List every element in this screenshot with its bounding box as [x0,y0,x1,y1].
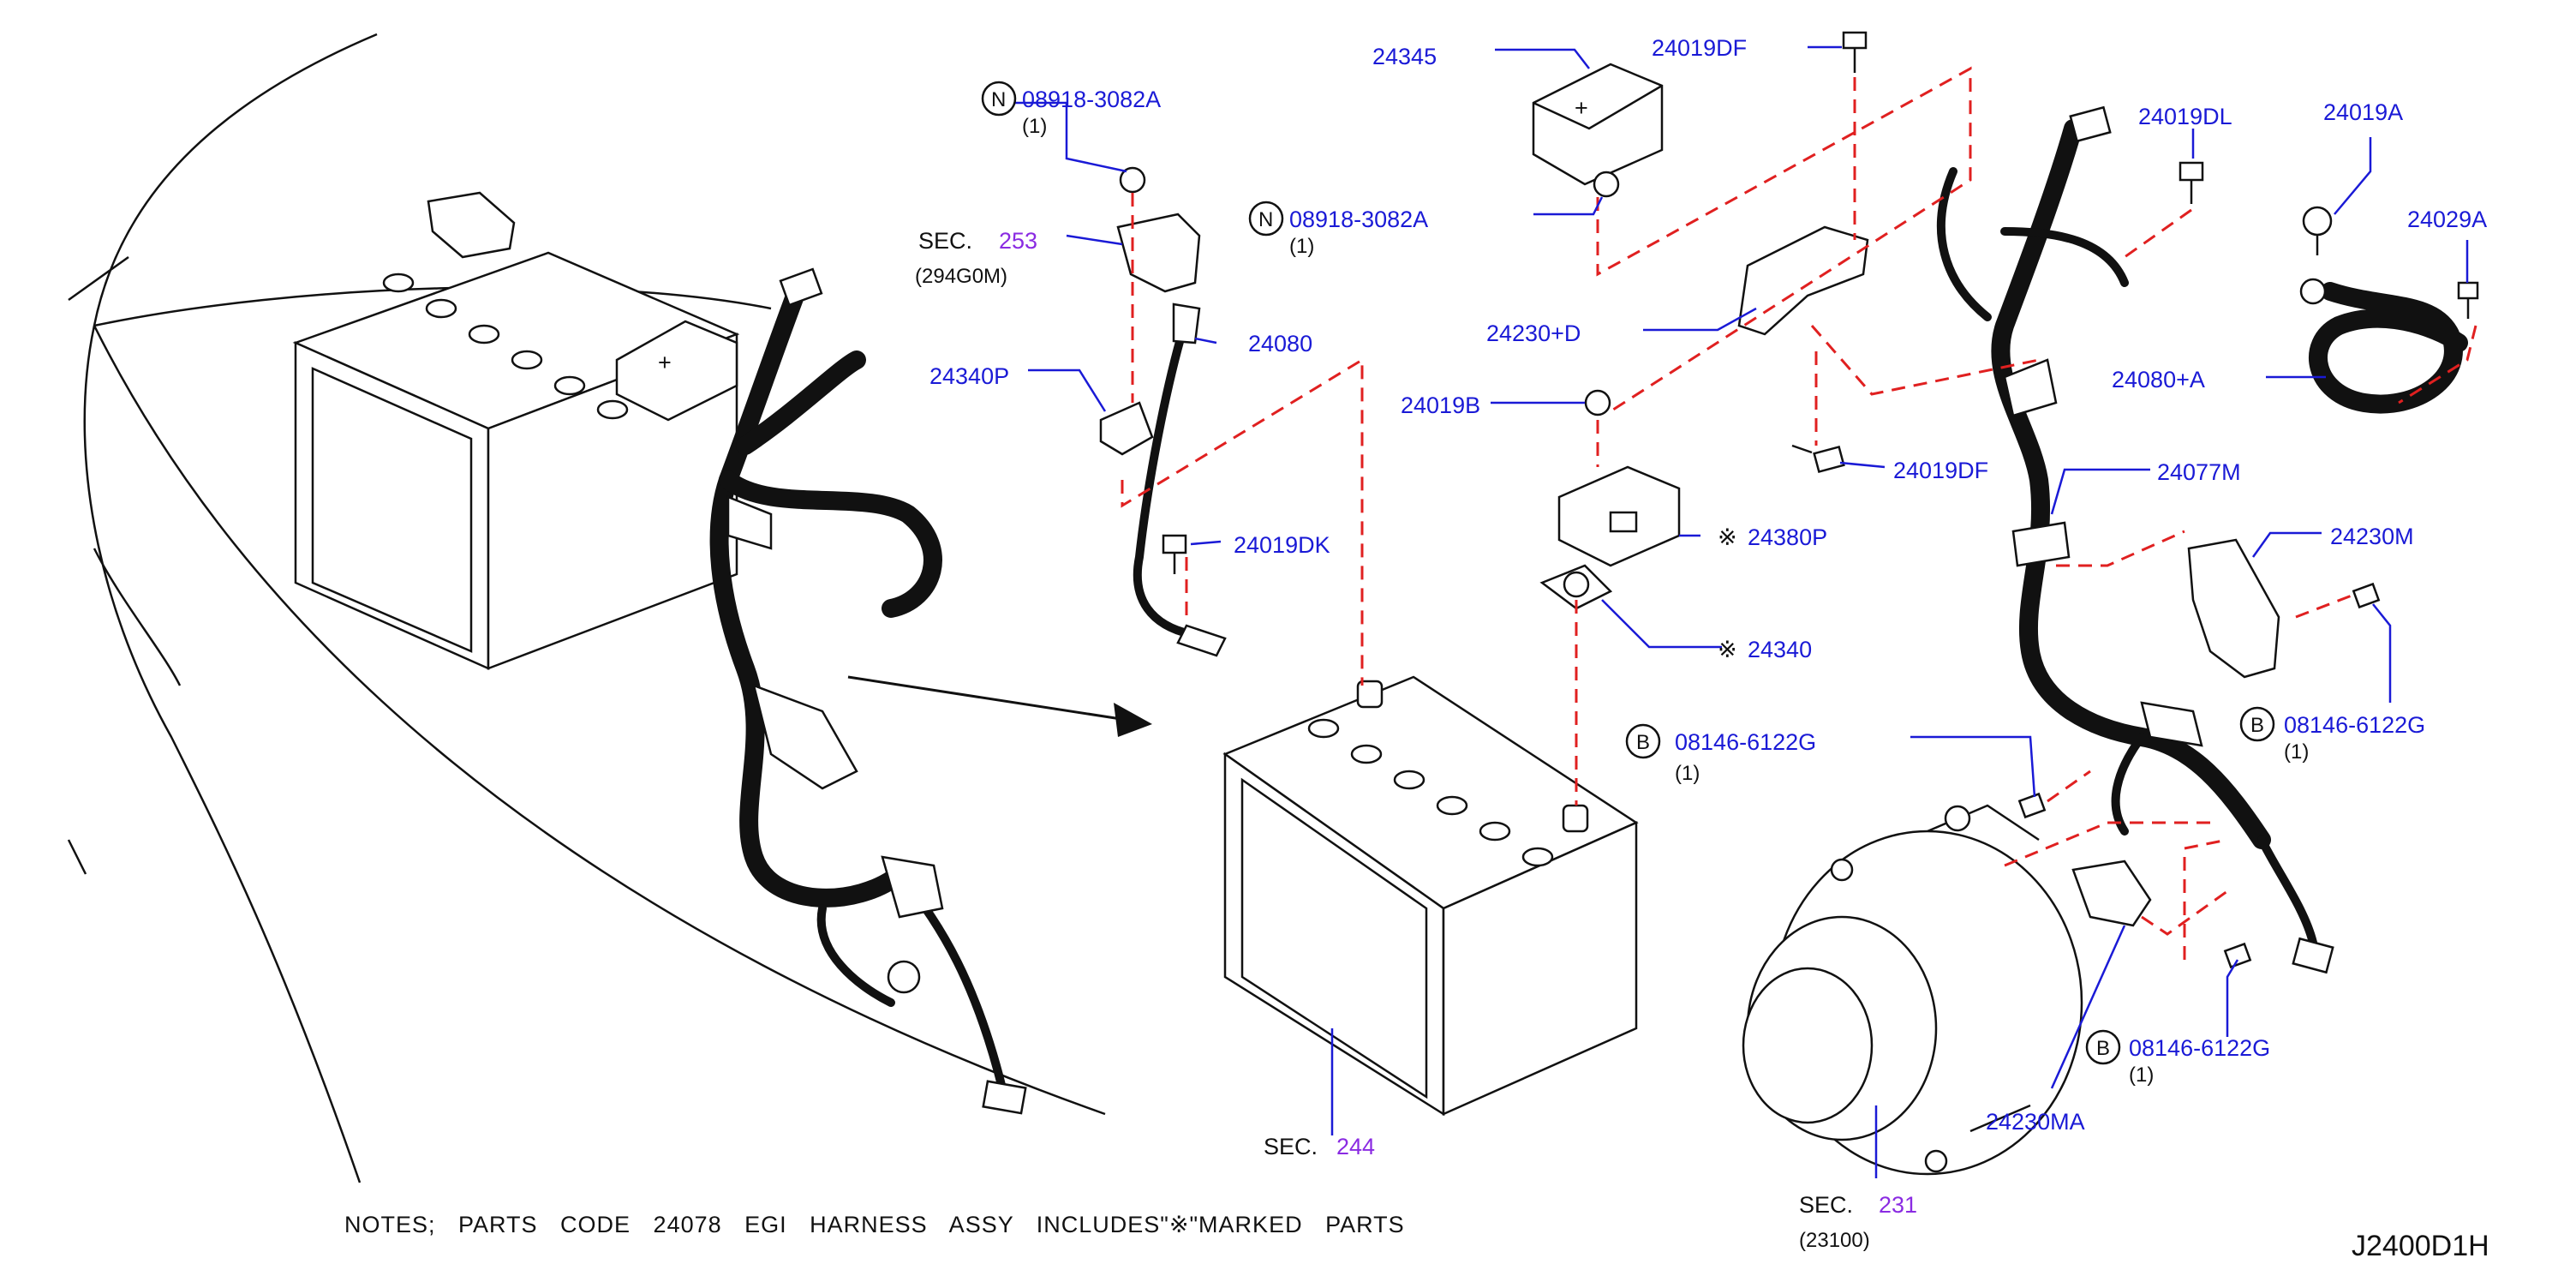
section-ref-231[interactable]: SEC. 231 (23100) [1799,1192,1917,1252]
label-24340[interactable]: ※ 24340 [1718,637,1812,662]
label-24019DK[interactable]: 24019DK [1234,532,1330,558]
label-24019B[interactable]: 24019B [1401,392,1480,418]
label-24230D[interactable]: 24230+D [1486,320,1581,346]
installed-battery-illustration: + [292,191,740,670]
bolt-08146-a [2017,792,2047,819]
label-08918-a[interactable]: N 08918-3082A (1) [981,81,1161,138]
section-prefix: SEC. [1799,1192,1853,1218]
bolt-24019DF-mid [1791,444,1845,474]
section-number: 244 [1336,1134,1375,1159]
marker-b: B [2096,1037,2110,1060]
part-qty: (1) [1289,235,1314,258]
bolt-24019DF-top [1842,31,1868,73]
label-24029A[interactable]: 24029A [2407,207,2487,232]
bolt-24019DK [1162,534,1187,574]
vehicle-body-outline [67,33,1106,1183]
part-code: 24340 [1748,637,1812,662]
part-code: 08918-3082A [1022,87,1161,112]
diagram-code: J2400D1H [2352,1230,2489,1262]
svg-text:+: + [1575,95,1588,121]
part-qty: (1) [2284,740,2309,764]
harness-24077M [1936,105,2334,974]
marker-n: N [991,88,1006,111]
part-code: 08146-6122G [2129,1035,2270,1061]
bolt-08146-c [2223,942,2252,969]
part-code: 08146-6122G [2284,712,2425,738]
marker-b: B [2250,714,2264,737]
nut-08918-a [1119,166,1146,194]
label-24380P[interactable]: ※ 24380P [1718,524,1827,550]
bracket-24230M [2187,538,2280,679]
section-prefix: SEC. [1264,1134,1318,1159]
part-qty: (1) [1022,115,1047,138]
part-qty: (1) [1675,762,1700,785]
fusible-link-24380P [1557,465,1681,567]
section-ref-244[interactable]: SEC. 244 [1264,1134,1375,1159]
nut-24345 [1593,171,1620,198]
label-08918-b[interactable]: N 08918-3082A (1) [1248,201,1428,258]
label-24080A[interactable]: 24080+A [2112,367,2205,392]
part-code: 08146-6122G [1675,729,1816,755]
installed-harness-illustration [709,267,1027,1115]
marker-b: B [1636,731,1650,754]
part-labels: 24345 24019DF 24019DL 24019A 24029A N 08… [344,35,2489,1262]
label-24080[interactable]: 24080 [1248,331,1312,356]
label-24230M[interactable]: 24230M [2330,524,2414,549]
cable-24080 [1133,303,1227,657]
part-leader-lines [1011,45,2469,1178]
assembly-arrow [847,675,1152,737]
bolt-24019A [2302,206,2333,255]
section-number: 253 [999,228,1037,254]
marker-n: N [1258,208,1273,231]
marker-asterisk: ※ [1718,637,1737,662]
battery-exploded [1222,675,1639,1117]
cable-24080A [2299,278,2468,414]
svg-text:+: + [658,350,672,375]
terminal-24340P [1099,401,1154,456]
marker-asterisk: ※ [1718,524,1737,550]
bolt-24029A [2457,281,2479,319]
battery-cells-center [1307,718,1554,867]
dashed-assembly-leaders [1121,66,2477,960]
section-prefix: SEC. [918,228,972,254]
section-number: 231 [1879,1192,1917,1218]
label-24345[interactable]: 24345 [1372,44,1437,69]
label-24019DF-top[interactable]: 24019DF [1652,35,1747,61]
terminal-cover-24345: + [1532,63,1664,186]
section-sub: (23100) [1799,1229,1870,1252]
part-qty: (1) [2129,1063,2154,1087]
label-08146-a[interactable]: B 08146-6122G (1) [1625,723,1816,785]
bracket-24230D [1737,225,1869,336]
part-code: 24380P [1748,524,1827,550]
battery-cells-left [382,273,629,420]
bolt-08146-b [2352,582,2381,609]
alternator-illustration [1742,804,2083,1176]
notes-text: NOTES; PARTS CODE 24078 EGI HARNESS ASSY… [344,1212,1405,1237]
section-ref-253[interactable]: SEC. 253 (294G0M) [915,228,1037,288]
nut-24019B [1584,389,1611,416]
label-24077M[interactable]: 24077M [2157,459,2241,485]
terminal-24340 [1539,564,1613,610]
bolt-24019DL [2179,161,2204,204]
part-code: 08918-3082A [1289,207,1428,232]
label-24340P[interactable]: 24340P [929,363,1009,389]
label-08146-c[interactable]: B 08146-6122G (1) [2085,1029,2270,1087]
label-24019DL[interactable]: 24019DL [2138,104,2232,129]
section-sub: (294G0M) [915,265,1007,288]
bracket-24230MA [2071,860,2152,927]
label-24019DF-mid[interactable]: 24019DF [1893,458,1988,483]
label-08146-b[interactable]: B 08146-6122G (1) [2239,706,2425,764]
label-24019A[interactable]: 24019A [2323,99,2403,125]
bracket-sec253 [1116,213,1201,293]
label-24230MA[interactable]: 24230MA [1986,1109,2085,1135]
